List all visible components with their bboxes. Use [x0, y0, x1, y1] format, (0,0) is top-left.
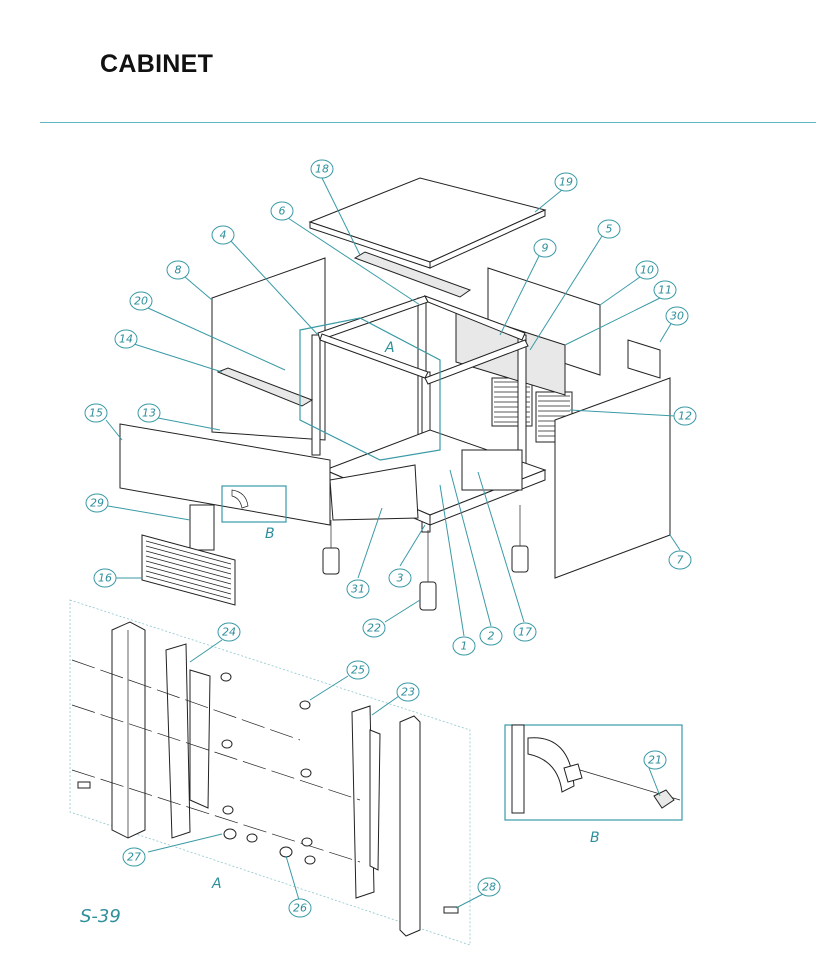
callout-23: 23	[396, 682, 420, 702]
callout-2: 2	[479, 626, 503, 646]
svg-text:18: 18	[315, 163, 329, 176]
detail-a-region: A	[299, 317, 441, 461]
callout-13: 13	[137, 403, 161, 423]
callout-30: 30	[665, 306, 689, 326]
svg-text:10: 10	[640, 264, 654, 277]
svg-text:14: 14	[119, 333, 133, 346]
callout-14: 14	[114, 329, 138, 349]
svg-text:9: 9	[542, 242, 549, 255]
detail-a-view: A	[69, 599, 471, 946]
detail-a-marker: A	[384, 340, 395, 356]
front-panel-part	[119, 423, 331, 526]
page-number: S-39	[80, 906, 121, 927]
callout-29: 29	[85, 493, 109, 513]
svg-text:17: 17	[518, 626, 532, 639]
svg-text:28: 28	[482, 881, 496, 894]
leader-lines	[105, 177, 681, 909]
svg-text:1: 1	[461, 640, 468, 653]
svg-text:26: 26	[293, 902, 307, 915]
callout-1: 1	[452, 636, 476, 656]
callout-25: 25	[346, 660, 370, 680]
svg-text:2: 2	[488, 630, 495, 643]
top-rail-part	[353, 251, 472, 298]
leveling-legs-part	[322, 505, 529, 611]
callout-24: 24	[217, 622, 241, 642]
left-side-panel-part	[211, 257, 326, 441]
callout-11: 11	[653, 280, 677, 300]
svg-text:12: 12	[678, 410, 692, 423]
callout-19: 19	[554, 172, 578, 192]
svg-text:16: 16	[98, 572, 112, 585]
callout-22: 22	[362, 618, 386, 638]
svg-text:13: 13	[142, 407, 156, 420]
callout-5: 5	[597, 219, 621, 239]
callout-16: 16	[93, 568, 117, 588]
svg-text:4: 4	[220, 229, 227, 242]
front-grille-part	[141, 534, 236, 606]
callout-28: 28	[477, 877, 501, 897]
rear-panel-part	[487, 267, 601, 376]
svg-text:31: 31	[351, 583, 365, 596]
callout-12: 12	[673, 406, 697, 426]
svg-text:3: 3	[397, 572, 404, 585]
svg-text:22: 22	[367, 622, 381, 635]
callout-26: 26	[288, 898, 312, 918]
detail-b-view-label: B	[590, 830, 600, 846]
title-divider	[40, 122, 816, 123]
detail-b-marker: B	[265, 526, 275, 542]
callout-7: 7	[668, 550, 692, 570]
svg-text:29: 29	[90, 497, 104, 510]
svg-text:5: 5	[606, 223, 613, 236]
svg-text:20: 20	[134, 295, 148, 308]
small-cover-part	[627, 339, 661, 379]
svg-text:19: 19	[559, 176, 573, 189]
callout-17: 17	[513, 622, 537, 642]
callout-9: 9	[533, 238, 557, 258]
svg-text:30: 30	[670, 310, 684, 323]
svg-text:6: 6	[279, 205, 286, 218]
svg-text:25: 25	[351, 664, 365, 677]
callout-15: 15	[84, 403, 108, 423]
callout-8: 8	[166, 260, 190, 280]
detail-a-view-label: A	[211, 876, 222, 892]
callout-6: 6	[270, 201, 294, 221]
svg-text:8: 8	[175, 264, 182, 277]
callout-20: 20	[129, 291, 153, 311]
svg-text:24: 24	[222, 626, 236, 639]
detail-b-region: B	[221, 485, 287, 542]
svg-text:15: 15	[89, 407, 103, 420]
svg-text:27: 27	[127, 851, 141, 864]
front-bracket-part	[216, 367, 314, 407]
callout-10: 10	[635, 260, 659, 280]
svg-text:7: 7	[677, 554, 684, 567]
detail-b-view: B	[504, 724, 683, 846]
svg-text:21: 21	[648, 754, 662, 767]
top-panel-part	[308, 177, 547, 269]
callout-21: 21	[643, 750, 667, 770]
callout-18: 18	[310, 159, 334, 179]
svg-text:11: 11	[658, 284, 672, 297]
callout-31: 31	[346, 579, 370, 599]
cabinet-frame-part	[311, 295, 547, 533]
callout-4: 4	[211, 225, 235, 245]
front-leg-cover-part	[189, 504, 215, 551]
callout-27: 27	[122, 847, 146, 867]
callout-3: 3	[388, 568, 412, 588]
svg-text:23: 23	[401, 686, 415, 699]
page-title: CABINET	[100, 50, 214, 78]
